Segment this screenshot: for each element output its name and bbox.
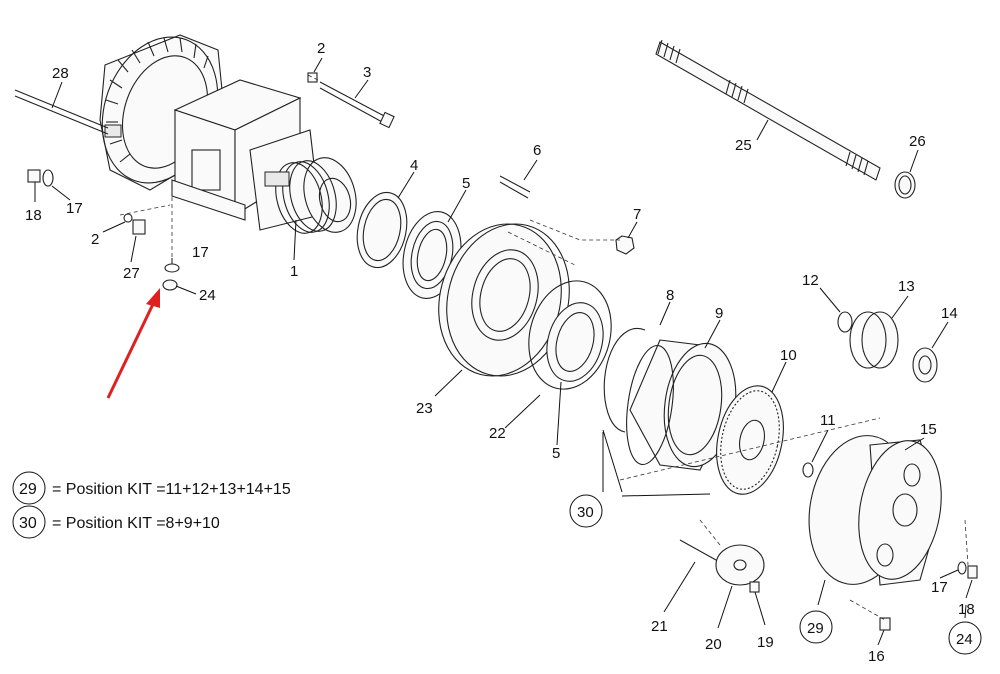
- label-17-left: 17: [66, 200, 83, 217]
- nut-18-left: [27, 169, 54, 187]
- label-16: 16: [868, 648, 885, 665]
- legend-30-number: 30: [19, 515, 37, 532]
- red-pointer-arrow: [106, 288, 160, 399]
- label-26: 26: [909, 133, 926, 150]
- legend-29-text: = Position KIT =11+12+13+14+15: [52, 481, 291, 498]
- assembly-guides: [119, 74, 969, 621]
- seal-22: [528, 280, 612, 390]
- label-8: 8: [666, 287, 674, 304]
- label-29: 29: [807, 620, 824, 637]
- nut-19: [749, 581, 760, 593]
- bearing-5-lower: [546, 302, 604, 382]
- bolt-16: [879, 617, 891, 631]
- nut-7: [615, 235, 635, 255]
- washer-17-and-nut-24: [162, 263, 180, 291]
- leader-lines: [34, 57, 973, 646]
- kit-legend: 29 = Position KIT =11+12+13+14+15 30 = P…: [12, 471, 291, 539]
- part-labels: 28 2 3 4 5 6 7 1 18 17 2 27 17 24 8 9 10…: [25, 40, 982, 665]
- label-3: 3: [363, 64, 371, 81]
- bolt-6: [499, 175, 531, 199]
- label-9: 9: [715, 305, 723, 322]
- label-2-left: 2: [91, 231, 99, 248]
- label-30: 30: [577, 504, 594, 521]
- label-2-top: 2: [317, 40, 325, 57]
- label-20: 20: [705, 636, 722, 653]
- label-5-upper: 5: [462, 175, 470, 192]
- label-30-circle: [569, 494, 603, 528]
- label-24-right: 24: [956, 631, 973, 648]
- legend-29-number: 29: [19, 481, 37, 498]
- legend-30-text: = Position KIT =8+9+10: [52, 515, 220, 532]
- nut-27: [123, 213, 146, 235]
- label-10: 10: [780, 347, 797, 364]
- washer-11: [802, 462, 814, 478]
- label-11: 11: [820, 412, 836, 429]
- label-4: 4: [410, 157, 418, 174]
- gear-10: [716, 385, 784, 495]
- legend-30-circle: [12, 505, 46, 539]
- label-12: 12: [802, 272, 819, 289]
- seal-4: [356, 191, 408, 269]
- label-1: 1: [290, 263, 298, 280]
- circlip-12: [837, 311, 853, 333]
- label-19: 19: [757, 634, 774, 651]
- circlip-8: [603, 327, 646, 433]
- label-18-left: 18: [25, 207, 42, 224]
- label-21: 21: [651, 618, 668, 635]
- label-13: 13: [898, 278, 915, 295]
- label-14: 14: [941, 305, 958, 322]
- label-22: 22: [489, 425, 506, 442]
- stud-28: [14, 89, 109, 135]
- label-7: 7: [633, 206, 641, 223]
- label-24-mid: 24: [199, 287, 216, 304]
- label-25: 25: [735, 137, 752, 154]
- needle-bearing-14: [912, 347, 938, 383]
- small-parts-17-18-right: [957, 561, 978, 579]
- hub-23: [438, 223, 570, 377]
- bolt-3: [319, 81, 395, 129]
- label-17-right: 17: [931, 579, 948, 596]
- planet-gear-13: [849, 311, 899, 369]
- label-6: 6: [533, 142, 541, 159]
- label-17-mid: 17: [192, 244, 209, 261]
- label-15: 15: [920, 421, 937, 438]
- seal-26: [894, 171, 916, 199]
- plate-20: [715, 544, 765, 586]
- axle-housing: [99, 34, 357, 234]
- legend-29-circle: [12, 471, 46, 505]
- label-18-right: 18: [958, 601, 975, 618]
- label-5-lower: 5: [552, 445, 560, 462]
- label-29-circle: [799, 610, 833, 644]
- label-24-circle: [948, 621, 982, 655]
- nut-2-top: [307, 72, 318, 83]
- drive-shaft-25: [655, 39, 881, 181]
- carrier-15: [808, 435, 942, 586]
- label-27: 27: [123, 265, 140, 282]
- label-23: 23: [416, 400, 433, 417]
- label-28: 28: [52, 65, 69, 82]
